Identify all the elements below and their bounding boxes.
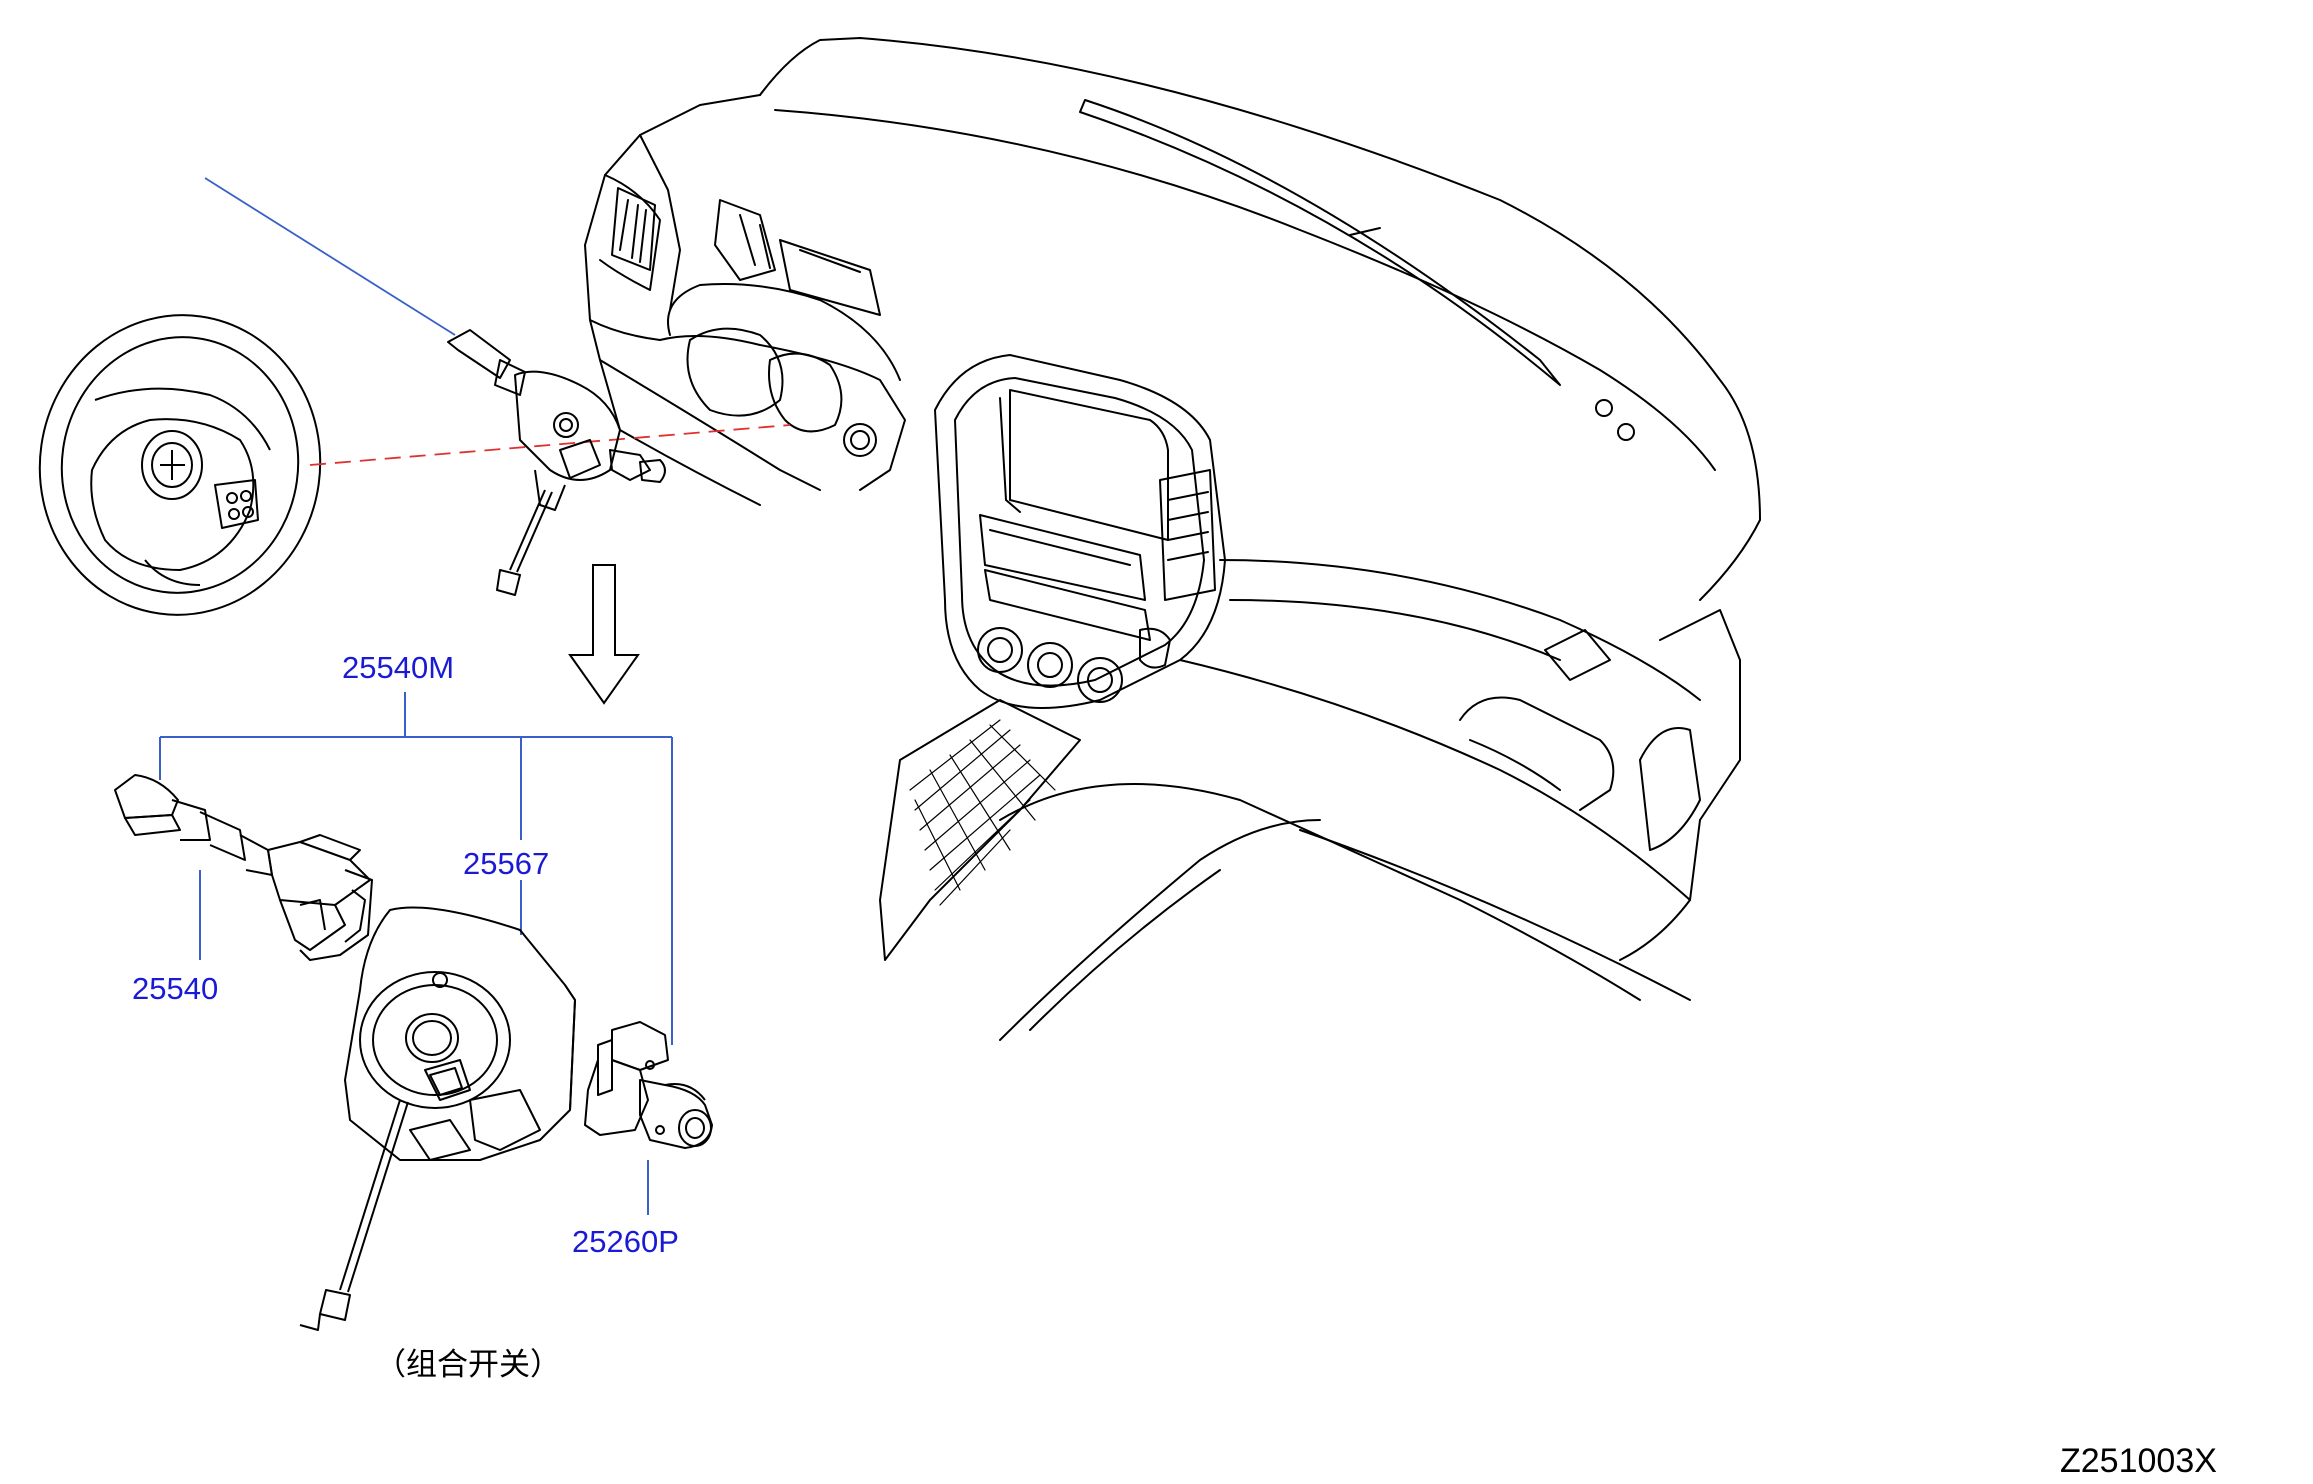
part-label-25260P: 25260P (572, 1224, 679, 1259)
wiper-switch-drawing (114, 774, 373, 961)
small-column-assembly-drawing (447, 329, 666, 596)
center-hidden-line (309, 424, 791, 466)
callout-labels: 25540M 25567 25540 25260P (132, 650, 679, 1259)
assembly-leader-line (204, 177, 456, 336)
clock-spring-drawing (299, 906, 576, 1331)
down-arrow-icon (568, 564, 640, 705)
light-switch-drawing (584, 1021, 713, 1149)
part-label-25540M: 25540M (342, 650, 454, 685)
part-label-25540: 25540 (132, 971, 218, 1006)
callout-bracket (159, 692, 673, 1215)
part-label-25567: 25567 (463, 846, 549, 881)
steering-wheel-drawing (38, 314, 322, 616)
diagram-code: Z251003X (2060, 1442, 2217, 1480)
dashboard-drawing (584, 37, 1761, 1041)
component-note: （组合开关） (375, 1347, 561, 1383)
